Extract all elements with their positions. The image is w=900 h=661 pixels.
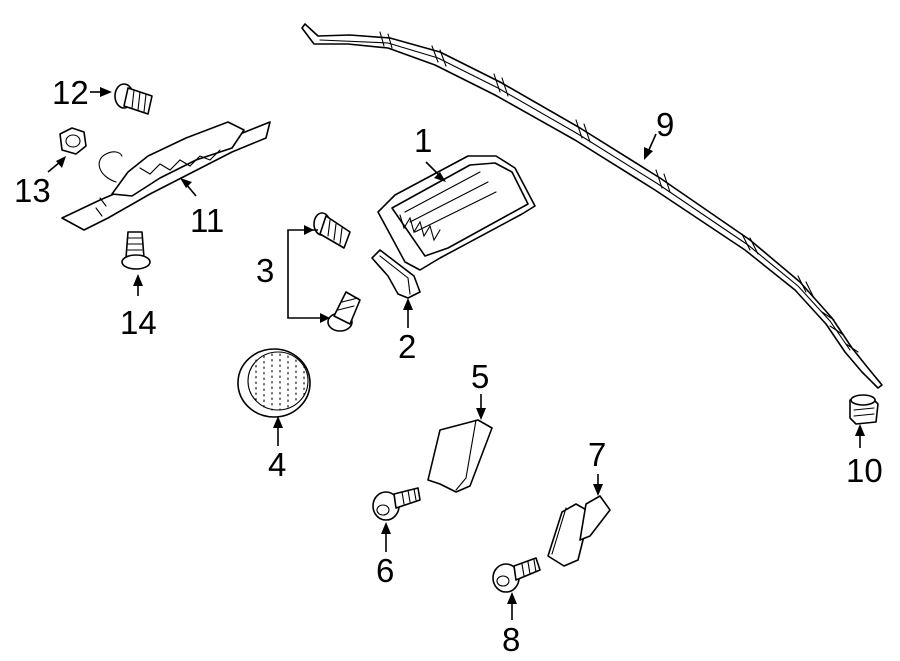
part-1-airbag-module[interactable]	[377, 155, 536, 271]
callout-10: 10	[846, 452, 883, 489]
callout-9: 9	[656, 106, 674, 143]
callout-4: 4	[268, 446, 286, 483]
part-12-bolt[interactable]	[114, 83, 153, 115]
part-7-module[interactable]	[547, 495, 611, 567]
part-14-push-pin[interactable]	[121, 231, 151, 270]
callout-13: 13	[14, 172, 51, 209]
callout-3: 3	[256, 252, 274, 289]
leader-lines	[47, 87, 865, 620]
callout-labels: 1 2 3 4 5 6 7 8 9 10 11 12 13 14	[14, 74, 883, 658]
callout-5: 5	[471, 358, 489, 395]
part-5-trim-cover[interactable]	[427, 419, 493, 493]
callout-1: 1	[414, 122, 432, 159]
callout-11: 11	[190, 202, 224, 239]
part-6-bolt[interactable]	[372, 487, 421, 521]
callout-8: 8	[502, 621, 520, 658]
part-10-clip[interactable]	[849, 394, 879, 425]
part-9-curtain-airbag[interactable]	[301, 23, 883, 389]
part-3-upper-bolt[interactable]	[313, 212, 351, 249]
callout-6: 6	[376, 552, 394, 589]
callout-14: 14	[120, 304, 157, 341]
callout-2: 2	[398, 328, 416, 365]
part-2-bracket[interactable]	[371, 249, 421, 299]
part-3-lower-bolt[interactable]	[327, 291, 361, 332]
part-11-module-harness[interactable]	[61, 121, 271, 231]
part-13-nut[interactable]	[59, 127, 87, 155]
part-8-bolt[interactable]	[492, 557, 541, 593]
callout-7: 7	[588, 436, 606, 473]
part-4-round-cover[interactable]	[237, 348, 311, 418]
callout-12: 12	[52, 74, 89, 111]
